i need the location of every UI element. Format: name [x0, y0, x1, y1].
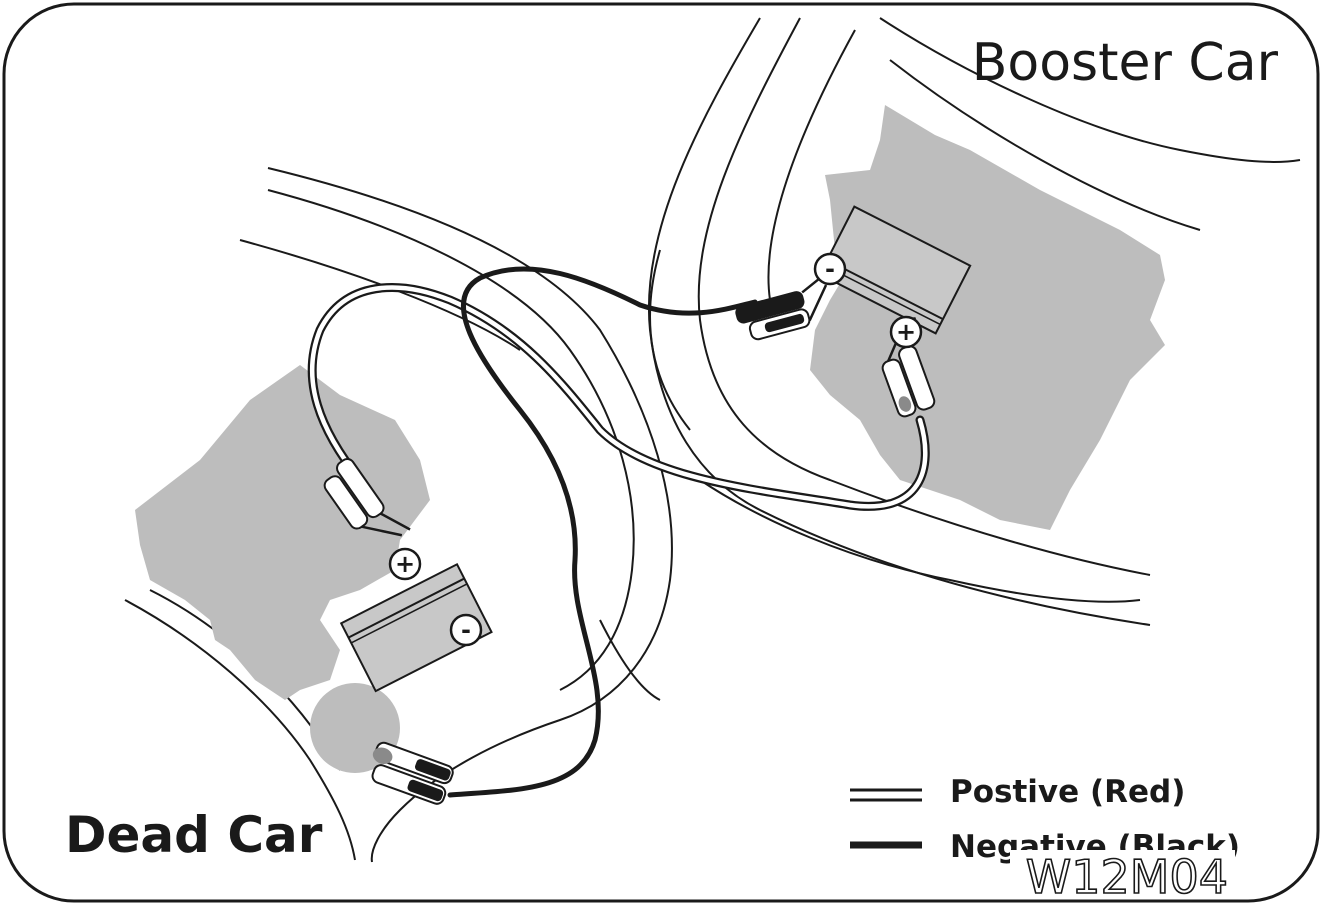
dead-engine-silhouette: [135, 365, 430, 700]
dead-plus-terminal: +: [388, 547, 422, 581]
booster-plus-terminal: +: [889, 315, 923, 349]
figure-code-backing: [1010, 850, 1235, 898]
booster-battery: [818, 205, 972, 335]
booster-engine-silhouette: [810, 105, 1165, 530]
dead-minus-sign: -: [461, 616, 471, 644]
negative-cable: [447, 266, 758, 798]
dead-plus-sign: +: [395, 550, 415, 578]
dead-positive-clamp: [323, 458, 411, 537]
positive-cable: [307, 283, 930, 511]
legend-positive-swatch: [850, 788, 922, 802]
legend-positive-label: Postive (Red): [950, 774, 1185, 810]
booster-minus-sign: -: [825, 255, 835, 283]
booster-negative-clamp: [735, 274, 828, 341]
dead-minus-terminal: -: [449, 613, 483, 647]
dead-negative-clamp: [371, 741, 454, 805]
booster-minus-terminal: -: [813, 252, 847, 286]
booster-car-body: [647, 17, 1301, 626]
figure-code: W12M04: [1026, 850, 1228, 904]
dead-car-label: Dead Car: [65, 806, 323, 864]
booster-car-label: Booster Car: [972, 33, 1279, 93]
dead-battery: [339, 562, 493, 693]
booster-plus-sign: +: [896, 318, 916, 346]
booster-positive-clamp: [881, 317, 936, 418]
